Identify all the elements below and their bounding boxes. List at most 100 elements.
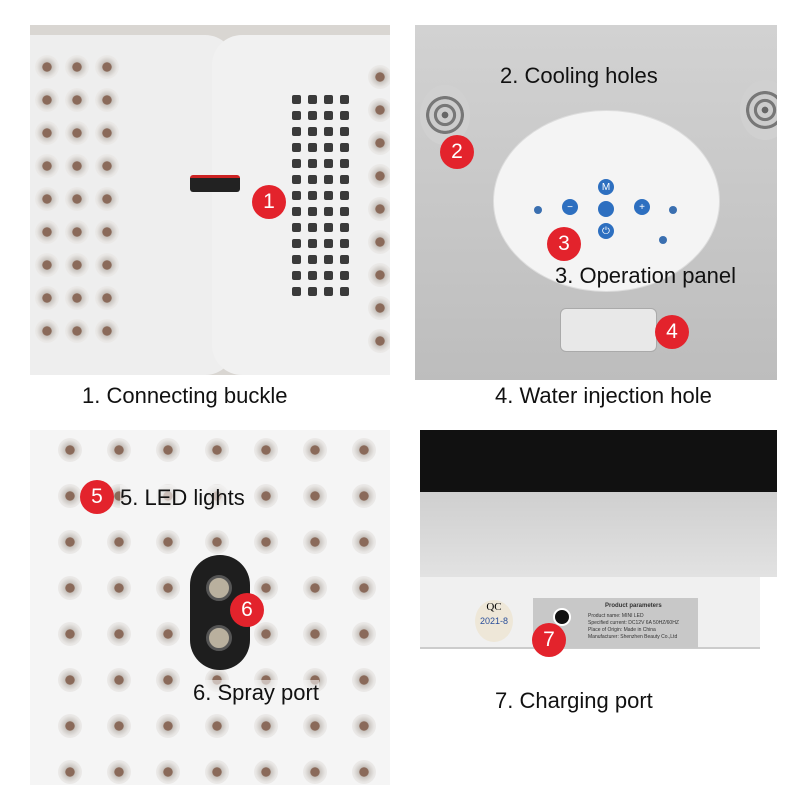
led-light [156,438,180,462]
vent-hole [324,239,333,248]
device-left-half [30,35,235,375]
mode-button[interactable]: M [598,179,614,195]
led-light [95,220,119,244]
badge-7: 7 [532,623,566,657]
led-light [352,576,376,600]
led-light [58,760,82,784]
qc-sticker: QC 2021-8 [475,600,513,642]
vent-hole [340,271,349,280]
vent-hole [324,287,333,296]
led-light [95,187,119,211]
led-light [95,253,119,277]
vent-hole [324,255,333,264]
vent-hole [324,143,333,152]
led-light [368,131,390,155]
led-light [107,438,131,462]
badge-5: 5 [80,480,114,514]
vent-hole [292,287,301,296]
badge-1: 1 [252,185,286,219]
led-light [368,230,390,254]
led-light [205,530,229,554]
device-top [420,492,777,577]
led-light [352,760,376,784]
vent-hole [292,271,301,280]
led-light [65,319,89,343]
label-line: Specified current: DC12V 6A 50HZ/60HZ [588,620,679,626]
vent-hole [292,175,301,184]
led-light [107,530,131,554]
led-light [65,154,89,178]
led-light [254,714,278,738]
led-light [35,55,59,79]
qc-date: 2021-8 [479,616,509,626]
led-light [35,154,59,178]
label-line: Place of Origin: Made in China [588,627,656,633]
charging-port[interactable] [553,608,571,626]
led-light [368,263,390,287]
led-light [107,576,131,600]
led-light [95,286,119,310]
panel-led-spray: 5 5. LED lights 6 6. Spray port [30,430,390,785]
led-light [352,484,376,508]
led-light [205,714,229,738]
minus-button[interactable]: − [562,199,578,215]
operation-panel: M − + ⏻ [493,110,720,292]
vent-hole [324,159,333,168]
caption-water-injection-hole: 4. Water injection hole [495,383,712,408]
led-light [107,668,131,692]
caption-spray-port: 6. Spray port [193,680,319,706]
led-light [303,622,327,646]
led-light [58,668,82,692]
led-light [35,220,59,244]
label-line: Manufacturer: Shenzhen Beauty Co.,Ltd [588,634,678,640]
led-light [368,164,390,188]
vent-hole [292,223,301,232]
led-light [352,530,376,554]
vent-hole [340,207,349,216]
led-light [303,714,327,738]
led-light [156,760,180,784]
cooling-holes-right [740,80,777,140]
vent-hole [308,159,317,168]
power-button[interactable]: ⏻ [598,223,614,239]
vent-hole [292,191,301,200]
vent-hole [324,271,333,280]
vent-hole [340,255,349,264]
badge-4: 4 [655,315,689,349]
plus-button[interactable]: + [634,199,650,215]
led-light [58,530,82,554]
led-light [58,438,82,462]
indicator-dot [659,236,667,244]
led-light [58,622,82,646]
led-light [303,530,327,554]
led-light [107,714,131,738]
led-light [368,197,390,221]
caption-cooling-holes: 2. Cooling holes [500,63,658,88]
led-light [95,154,119,178]
led-light [368,65,390,89]
indicator-dot [669,206,677,214]
led-light [107,760,131,784]
vent-hole [324,223,333,232]
vent-hole [292,207,301,216]
label-line: Product name: MINI LED [588,613,644,619]
vent-hole [308,175,317,184]
vent-hole [292,111,301,120]
vent-hole [340,287,349,296]
led-light [65,286,89,310]
spray-nozzle [206,575,232,601]
vent-hole [308,271,317,280]
led-light [352,438,376,462]
led-light [254,438,278,462]
led-light [303,576,327,600]
led-light [368,329,390,353]
led-light [65,88,89,112]
led-light [35,187,59,211]
vent-hole [308,143,317,152]
vent-hole [308,191,317,200]
vent-hole [308,127,317,136]
vent-hole [340,95,349,104]
led-light [35,319,59,343]
light-button[interactable] [598,201,614,217]
led-light [156,622,180,646]
